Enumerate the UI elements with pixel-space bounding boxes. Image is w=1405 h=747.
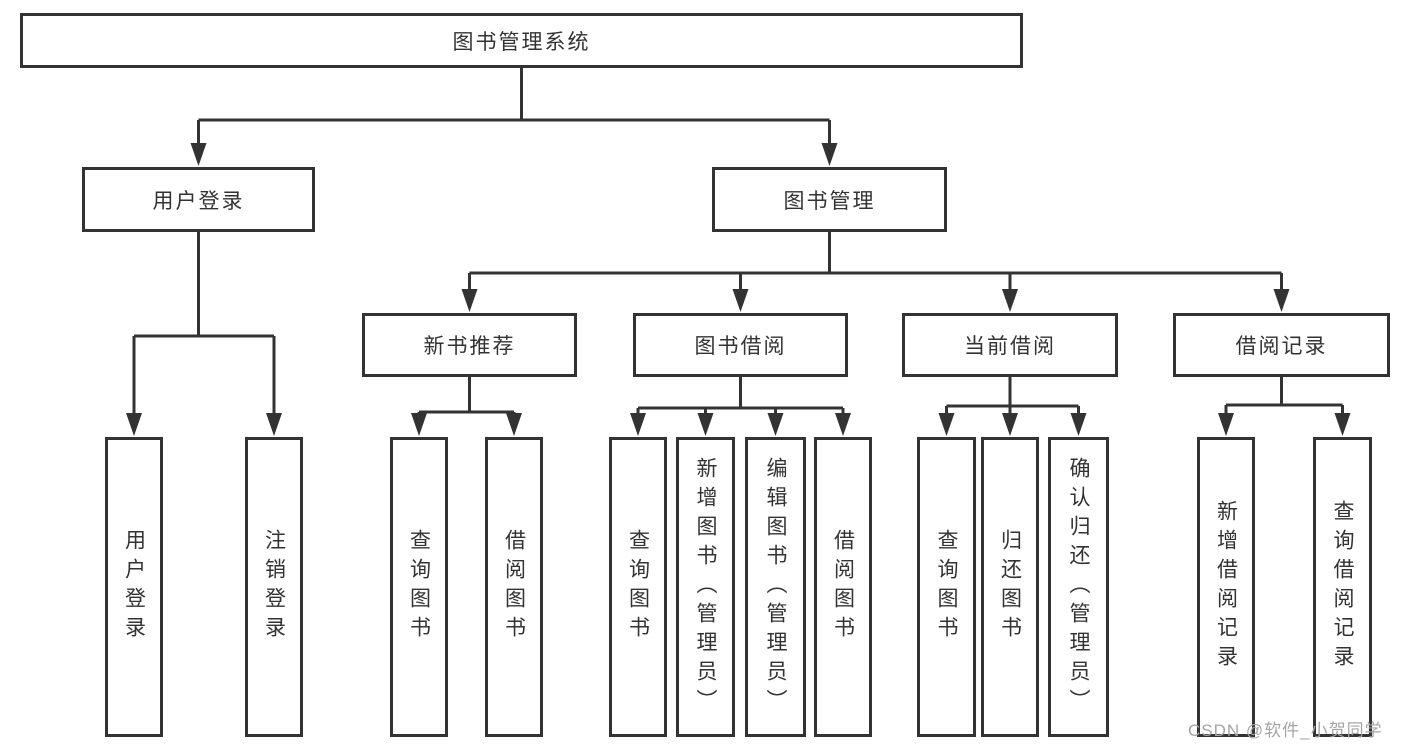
leaf-add-books-admin-label: 新增图书（管理员） (694, 456, 718, 718)
leaf-add-borrow-record: 新增借阅记录 (1197, 437, 1255, 737)
leaf-query-books-current-label: 查询图书 (935, 529, 959, 645)
leaf-return-books-label: 归还图书 (998, 529, 1022, 645)
leaf-add-books-admin: 新增图书（管理员） (676, 437, 735, 737)
leaf-query-books-recommend: 查询图书 (390, 437, 448, 737)
leaf-query-borrow-record: 查询借阅记录 (1313, 437, 1372, 737)
node-book-management: 图书管理 (712, 167, 947, 232)
leaf-borrow-books-recommend: 借阅图书 (485, 437, 543, 737)
node-book-management-label: 图书管理 (783, 189, 876, 213)
csdn-watermark: CSDN @软件_小贺同学 (1188, 721, 1383, 740)
leaf-query-books-current: 查询图书 (917, 437, 976, 737)
leaf-confirm-return-admin: 确认归还（管理员） (1048, 437, 1109, 737)
node-current-borrow-label: 当前借阅 (964, 335, 1056, 358)
node-borrow-records: 借阅记录 (1173, 313, 1390, 377)
leaf-logout: 注销登录 (245, 437, 303, 737)
leaf-return-books: 归还图书 (981, 437, 1039, 737)
leaf-borrow-books-label: 借阅图书 (831, 529, 855, 645)
leaf-user-login-label: 用户登录 (122, 529, 146, 645)
node-book-borrow-label: 图书借阅 (694, 335, 787, 358)
leaf-borrow-books: 借阅图书 (814, 437, 872, 737)
node-new-book-recommend-label: 新书推荐 (423, 335, 516, 358)
leaf-logout-label: 注销登录 (262, 529, 286, 645)
node-borrow-records-label: 借阅记录 (1235, 335, 1328, 358)
node-library-management-system-label: 图书管理系统 (452, 30, 591, 54)
leaf-user-login: 用户登录 (105, 437, 163, 737)
node-user-login: 用户登录 (82, 167, 315, 232)
node-user-login-label: 用户登录 (152, 189, 245, 213)
leaf-edit-books-admin: 编辑图书（管理员） (745, 437, 806, 737)
leaf-query-books-recommend-label: 查询图书 (407, 529, 431, 645)
leaf-confirm-return-admin-label: 确认归还（管理员） (1067, 456, 1091, 718)
leaf-query-borrow-record-label: 查询借阅记录 (1331, 500, 1355, 674)
leaf-query-books-borrow-label: 查询图书 (626, 529, 650, 645)
leaf-edit-books-admin-label: 编辑图书（管理员） (764, 456, 788, 718)
node-library-management-system: 图书管理系统 (20, 13, 1023, 68)
node-new-book-recommend: 新书推荐 (362, 313, 577, 377)
leaf-add-borrow-record-label: 新增借阅记录 (1214, 500, 1238, 674)
leaf-borrow-books-recommend-label: 借阅图书 (502, 529, 526, 645)
node-book-borrow: 图书借阅 (633, 313, 848, 377)
leaf-query-books-borrow: 查询图书 (609, 437, 667, 737)
node-current-borrow: 当前借阅 (902, 313, 1118, 377)
